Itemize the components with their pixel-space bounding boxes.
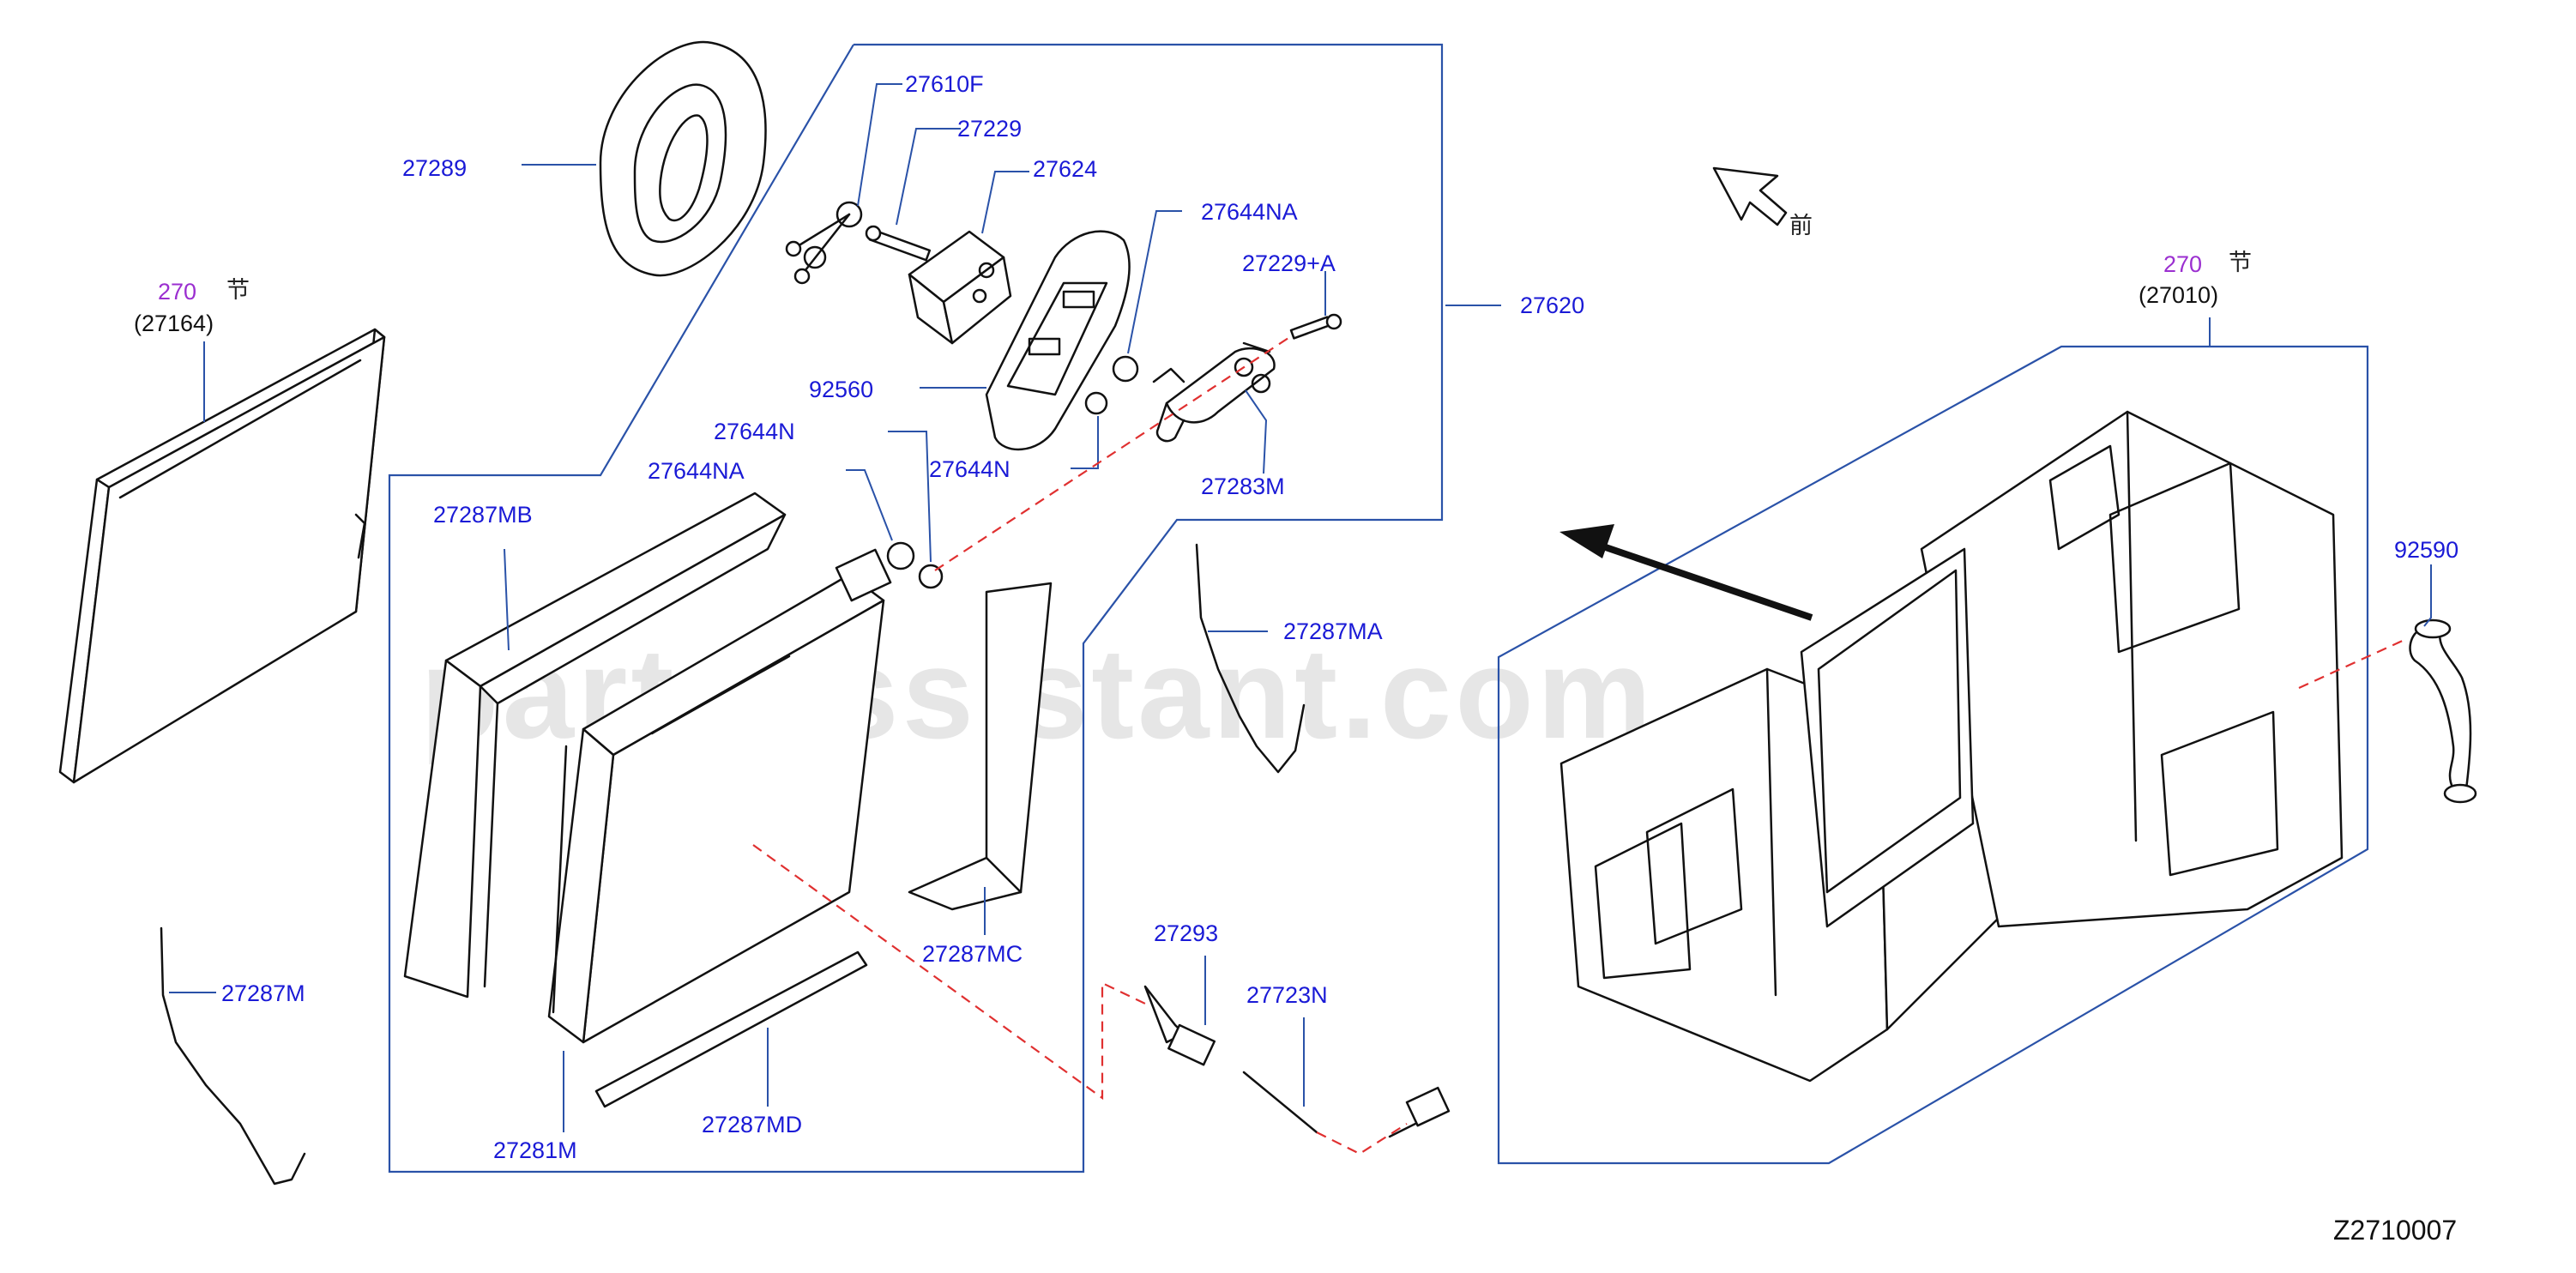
o-ring-n-left-part [918, 564, 944, 589]
cover-plate-part [985, 230, 1131, 451]
label-92590: 92590 [2394, 537, 2458, 563]
air-filter-part [58, 328, 386, 784]
label-27287MB: 27287MB [433, 502, 533, 528]
expansion-bolt-part [865, 225, 932, 262]
leader-lines [169, 83, 2432, 1132]
front-arrow-icon [1712, 166, 1788, 226]
label-27287M: 27287M [221, 980, 305, 1006]
label-27281M: 27281M [493, 1137, 577, 1163]
evaporator-core-part [547, 548, 892, 1044]
label-27229A: 27229+A [1242, 250, 1336, 276]
section-right-code: 270 [2163, 251, 2202, 277]
bracket-bolt-part [785, 201, 863, 285]
drain-hose-part [2409, 618, 2477, 804]
o-ring-n-part [1084, 391, 1108, 415]
label-27644NA-top: 27644NA [1201, 199, 1298, 225]
label-27229: 27229 [957, 116, 1022, 142]
pipe-bolt-part [1289, 313, 1342, 340]
label-27644NA-left: 27644NA [648, 458, 745, 484]
insulator-mb-part [403, 492, 787, 998]
label-27287MA: 27287MA [1283, 618, 1383, 644]
pipe-joint-part [1152, 341, 1276, 443]
o-ring-na-left-part [886, 541, 915, 570]
connection-dashes [752, 335, 2407, 1155]
o-ring-na-part [1112, 355, 1139, 383]
section-left-code: 270 [158, 279, 196, 305]
insulator-md-part [594, 950, 868, 1108]
diagram-code: Z2710007 [2333, 1215, 2457, 1246]
evaporator-assembly-frame [388, 43, 1444, 1173]
label-27610F: 27610F [905, 71, 984, 97]
front-label: 前 [1789, 213, 1813, 239]
airflow-arrowhead [1559, 524, 1614, 558]
expansion-valve-part [908, 230, 1012, 345]
airflow-arrow [1594, 540, 1813, 621]
section-left-part: (27164) [134, 311, 214, 336]
sensor-connector-part [1242, 1071, 1451, 1138]
drain-tube-m-part [160, 926, 306, 1186]
label-27644N-right: 27644N [929, 456, 1010, 482]
section-right-part: (27010) [2139, 282, 2218, 308]
section-right-suffix: 节 [2229, 250, 2252, 276]
label-27289: 27289 [402, 155, 467, 181]
label-27723N: 27723N [1246, 982, 1328, 1008]
label-27624: 27624 [1033, 156, 1097, 182]
label-27293: 27293 [1154, 920, 1218, 946]
drain-tube-ma-part [1195, 543, 1306, 774]
label-27620: 27620 [1520, 293, 1584, 318]
heater-unit-frame [1497, 345, 2369, 1165]
thermo-sensor-part [1143, 985, 1216, 1066]
insulator-mc-part [908, 582, 1053, 911]
section-left-suffix: 节 [226, 277, 250, 304]
label-92560: 92560 [809, 377, 873, 402]
label-27287MC: 27287MC [922, 941, 1023, 967]
label-27283M: 27283M [1201, 474, 1285, 499]
label-27287MD: 27287MD [702, 1112, 802, 1137]
label-27644N-left: 27644N [714, 419, 795, 444]
seal-ring-part [599, 40, 767, 277]
heater-unit-housing-part [1559, 410, 2344, 1083]
